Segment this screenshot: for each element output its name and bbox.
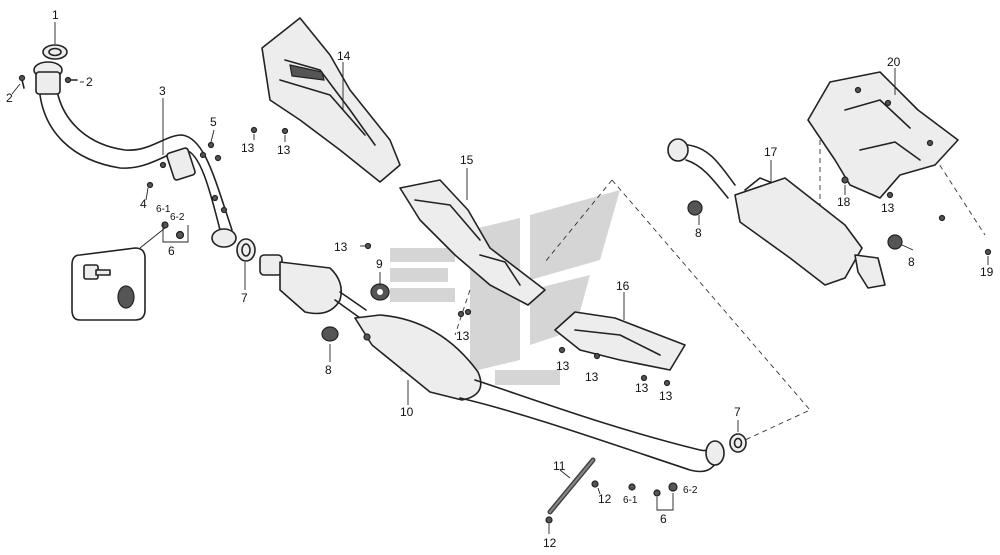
screw[interactable]: [457, 310, 465, 318]
bolt-set[interactable]: [161, 221, 185, 240]
callout-7: 7: [734, 405, 741, 419]
bolt[interactable]: [591, 480, 599, 488]
callout-7: 7: [241, 291, 248, 305]
callout-8: 8: [325, 363, 332, 377]
callout-6-1: 6-1: [156, 204, 171, 215]
callout-13: 13: [659, 389, 673, 403]
nut[interactable]: [220, 206, 228, 214]
callout-18: 18: [837, 195, 851, 209]
callout-6-2: 6-2: [170, 212, 185, 223]
detail-inset: [71, 227, 166, 321]
callout-2: 2: [6, 91, 13, 105]
callout-13: 13: [585, 370, 599, 384]
callout-2: 2: [86, 75, 93, 89]
rubber-mount[interactable]: [687, 200, 703, 216]
screw[interactable]: [558, 346, 566, 354]
callout-4: 4: [140, 197, 147, 211]
nut[interactable]: [199, 151, 207, 159]
front-exhaust-pipe[interactable]: [33, 61, 237, 248]
callout-10: 10: [400, 405, 414, 419]
callout-14: 14: [337, 49, 351, 63]
nut[interactable]: [207, 141, 215, 149]
exhaust-gasket[interactable]: [236, 238, 256, 262]
rubber-hanger[interactable]: [370, 283, 390, 301]
screw[interactable]: [663, 379, 671, 387]
nut[interactable]: [211, 194, 219, 202]
callout-3: 3: [159, 84, 166, 98]
callout-13: 13: [556, 359, 570, 373]
callout-12: 12: [543, 536, 557, 550]
callout-13: 13: [334, 240, 348, 254]
bolt[interactable]: [18, 74, 26, 89]
callout-6: 6: [168, 244, 175, 258]
nut[interactable]: [159, 161, 167, 169]
callout-17: 17: [764, 145, 778, 159]
screw[interactable]: [984, 248, 992, 256]
callout-20: 20: [887, 55, 901, 69]
rear-muffler[interactable]: [667, 138, 886, 289]
catalytic-converter[interactable]: [259, 254, 367, 319]
callout-6-1: 6-1: [623, 495, 638, 506]
callout-12: 12: [598, 492, 612, 506]
heat-shield-front[interactable]: [261, 17, 401, 183]
screw[interactable]: [464, 308, 472, 316]
callout-8: 8: [695, 226, 702, 240]
screw[interactable]: [364, 242, 372, 250]
flange-gasket[interactable]: [42, 44, 68, 60]
callout-8: 8: [908, 255, 915, 269]
assembly-reference-lines: [454, 140, 986, 441]
callout-13: 13: [277, 143, 291, 157]
nut[interactable]: [214, 154, 222, 162]
callout-5: 5: [210, 115, 217, 129]
exhaust-gasket[interactable]: [729, 433, 747, 453]
screw[interactable]: [886, 191, 894, 199]
screw[interactable]: [640, 374, 648, 382]
callout-13: 13: [635, 381, 649, 395]
callout-1: 1: [52, 8, 59, 22]
nut[interactable]: [146, 181, 154, 189]
callout-9: 9: [376, 257, 383, 271]
callout-13: 13: [881, 201, 895, 215]
bolt-set[interactable]: [628, 482, 678, 497]
middle-exhaust-pipe[interactable]: [354, 314, 725, 473]
rubber-mount[interactable]: [321, 326, 339, 342]
screw[interactable]: [938, 214, 946, 222]
heat-shield-middle[interactable]: [399, 179, 546, 306]
heat-shield-muffler[interactable]: [807, 71, 959, 199]
screw[interactable]: [281, 127, 289, 135]
callout-19: 19: [980, 265, 994, 279]
bolt[interactable]: [64, 76, 78, 84]
callout-13: 13: [456, 329, 470, 343]
nut[interactable]: [841, 176, 849, 184]
screw[interactable]: [250, 126, 258, 134]
screw[interactable]: [593, 352, 601, 360]
hanger-bracket[interactable]: [547, 457, 596, 515]
callout-6: 6: [660, 512, 667, 526]
rubber-mount[interactable]: [887, 234, 903, 250]
callout-15: 15: [460, 153, 474, 167]
callout-13: 13: [241, 141, 255, 155]
heat-shield-rear[interactable]: [554, 311, 686, 371]
callout-16: 16: [616, 279, 630, 293]
callout-6-2: 6-2: [683, 485, 698, 496]
callout-11: 11: [553, 459, 566, 473]
bolt[interactable]: [545, 516, 553, 524]
leader-lines: [11, 22, 989, 534]
callout-labels: 1 2 2 3 4 5 6-1 6-2 6 7 14 13 13 13 15 9…: [6, 8, 994, 550]
